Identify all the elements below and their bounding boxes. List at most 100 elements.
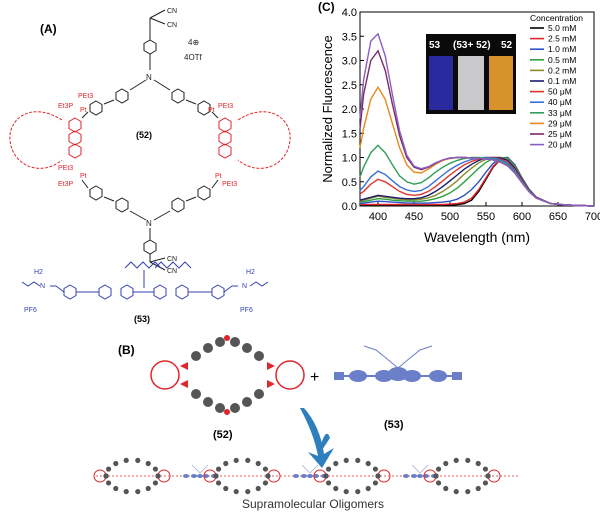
chain-phenyl bbox=[105, 466, 112, 472]
chain-guest-ring bbox=[417, 474, 423, 478]
counterion-label: 4OTf bbox=[184, 53, 203, 62]
x-tick-label: 550 bbox=[477, 211, 495, 223]
chain-phenyl bbox=[323, 473, 329, 479]
chain-phenyl bbox=[355, 488, 361, 495]
pet3-lr: PEt3 bbox=[222, 181, 237, 188]
right-pt-anthracene: PEt3 Pt Pt PEt3 bbox=[208, 103, 291, 188]
series-line-11 bbox=[359, 32, 595, 207]
cn-label-top1: CN bbox=[167, 8, 177, 15]
structure-52-53-svg: CN CN N 4⊕ 4OTf Et3P Pt PEt3 bbox=[9, 8, 291, 324]
pf6-right: PF6 bbox=[240, 307, 253, 314]
assembly-arrow bbox=[300, 408, 334, 468]
upper-left-arm bbox=[81, 79, 147, 119]
series-line-8 bbox=[359, 144, 595, 207]
y-tick-label: 3.0 bbox=[342, 56, 357, 68]
series-line-4 bbox=[359, 156, 595, 207]
chain-guest-tail bbox=[191, 464, 209, 474]
inset-label-mix: (53+ 52) bbox=[453, 40, 491, 51]
legend-entry-10: 25 μM bbox=[548, 129, 572, 139]
legend-entry-0: 5.0 mM bbox=[548, 23, 576, 33]
vial-52 bbox=[489, 56, 513, 110]
chain-phenyl bbox=[375, 473, 381, 479]
et3p-ll: Et3P bbox=[58, 181, 74, 188]
legend-entry-6: 50 μM bbox=[548, 87, 572, 97]
chain-phenyl bbox=[465, 457, 471, 464]
chain-phenyl bbox=[453, 488, 459, 495]
legend-entry-4: 0.2 mM bbox=[548, 65, 576, 75]
legend-entry-1: 2.5 mM bbox=[548, 34, 576, 44]
oligomer-units bbox=[93, 457, 501, 495]
chain-phenyl bbox=[435, 480, 442, 486]
chain-phenyl bbox=[135, 488, 141, 495]
x-tick-label: 500 bbox=[441, 211, 459, 223]
vial-photo-inset: 53 (53+ 52) 52 bbox=[426, 34, 516, 114]
n-top-label: N bbox=[146, 73, 152, 82]
chain-phenyl bbox=[152, 480, 159, 486]
chain-phenyl bbox=[233, 488, 239, 495]
lower-right-arm bbox=[153, 179, 219, 221]
chain-phenyl bbox=[372, 466, 379, 472]
chain-phenyl bbox=[105, 480, 112, 486]
pt-ul: Pt bbox=[80, 107, 87, 114]
chain-phenyl bbox=[365, 485, 371, 492]
chart-axes: 4004505005506006507000.00.51.01.52.02.53… bbox=[320, 7, 600, 245]
phenyl-bottom bbox=[143, 239, 157, 255]
y-tick-label: 3.5 bbox=[342, 31, 357, 43]
phenyl-top bbox=[143, 39, 157, 55]
chain-guest-tail bbox=[411, 464, 429, 474]
fluorescence-chart: 4004505005506006507000.00.51.01.52.02.53… bbox=[320, 7, 600, 245]
chain-guest-ring bbox=[411, 474, 417, 478]
chain-guest-ring bbox=[183, 474, 189, 478]
legend-entry-9: 29 μM bbox=[548, 118, 572, 128]
chain-phenyl bbox=[475, 460, 481, 467]
cartoon-52 bbox=[150, 335, 305, 415]
y-axis-label: Normalized Fluorescence bbox=[320, 35, 335, 182]
chain-phenyl bbox=[233, 457, 239, 464]
chain-phenyl bbox=[372, 480, 379, 486]
y-tick-label: 0.5 bbox=[342, 177, 357, 189]
y-tick-label: 0.0 bbox=[342, 201, 357, 213]
chain-phenyl bbox=[482, 480, 489, 486]
vial-53 bbox=[429, 56, 453, 110]
vial-mix bbox=[458, 56, 484, 110]
x-tick-label: 400 bbox=[369, 211, 387, 223]
chain-guest-ring bbox=[197, 474, 203, 478]
inset-label-53: 53 bbox=[429, 40, 441, 51]
cn-label-top2: CN bbox=[167, 22, 177, 29]
cartoon-53 bbox=[334, 345, 462, 382]
pet3-ur: PEt3 bbox=[218, 103, 233, 110]
chain-phenyl bbox=[433, 473, 439, 479]
chain-phenyl bbox=[343, 457, 349, 464]
chain-phenyl bbox=[482, 466, 489, 472]
chain-phenyl bbox=[245, 457, 251, 464]
chain-phenyl bbox=[152, 466, 159, 472]
h2-right: H2 bbox=[246, 269, 255, 276]
y-tick-label: 4.0 bbox=[342, 7, 357, 19]
charge-label: 4⊕ bbox=[188, 38, 199, 47]
pt-lr: Pt bbox=[215, 173, 222, 180]
cartoon-52-label: (52) bbox=[213, 429, 233, 441]
chart-lines bbox=[359, 32, 595, 207]
x-axis-label: Wavelength (nm) bbox=[424, 229, 530, 245]
n-bottom-label: N bbox=[146, 219, 152, 228]
chain-phenyl bbox=[103, 473, 109, 479]
y-tick-label: 1.5 bbox=[342, 128, 357, 140]
h2-left: H2 bbox=[34, 269, 43, 276]
chain-phenyl bbox=[155, 473, 161, 479]
pt-ur: Pt bbox=[208, 107, 215, 114]
chain-phenyl bbox=[223, 460, 229, 467]
chain-phenyl bbox=[113, 460, 119, 467]
n-right-53: N bbox=[242, 283, 247, 290]
panel-c-label: (C) bbox=[318, 0, 335, 14]
y-tick-label: 1.0 bbox=[342, 153, 357, 165]
cn-label-bot2: CN bbox=[167, 268, 177, 275]
chain-phenyl bbox=[365, 460, 371, 467]
x-tick-label: 600 bbox=[513, 211, 531, 223]
chain-phenyl bbox=[343, 488, 349, 495]
chain-phenyl bbox=[223, 485, 229, 492]
left-pt-anthracene: Et3P Pt PEt3 PEt3 Pt Et3P bbox=[9, 93, 93, 188]
assembly-scheme-svg: (52) + (53) Supramolecular Oligomers bbox=[93, 335, 520, 511]
chain-guest-ring bbox=[191, 474, 197, 478]
chain-phenyl bbox=[215, 480, 222, 486]
